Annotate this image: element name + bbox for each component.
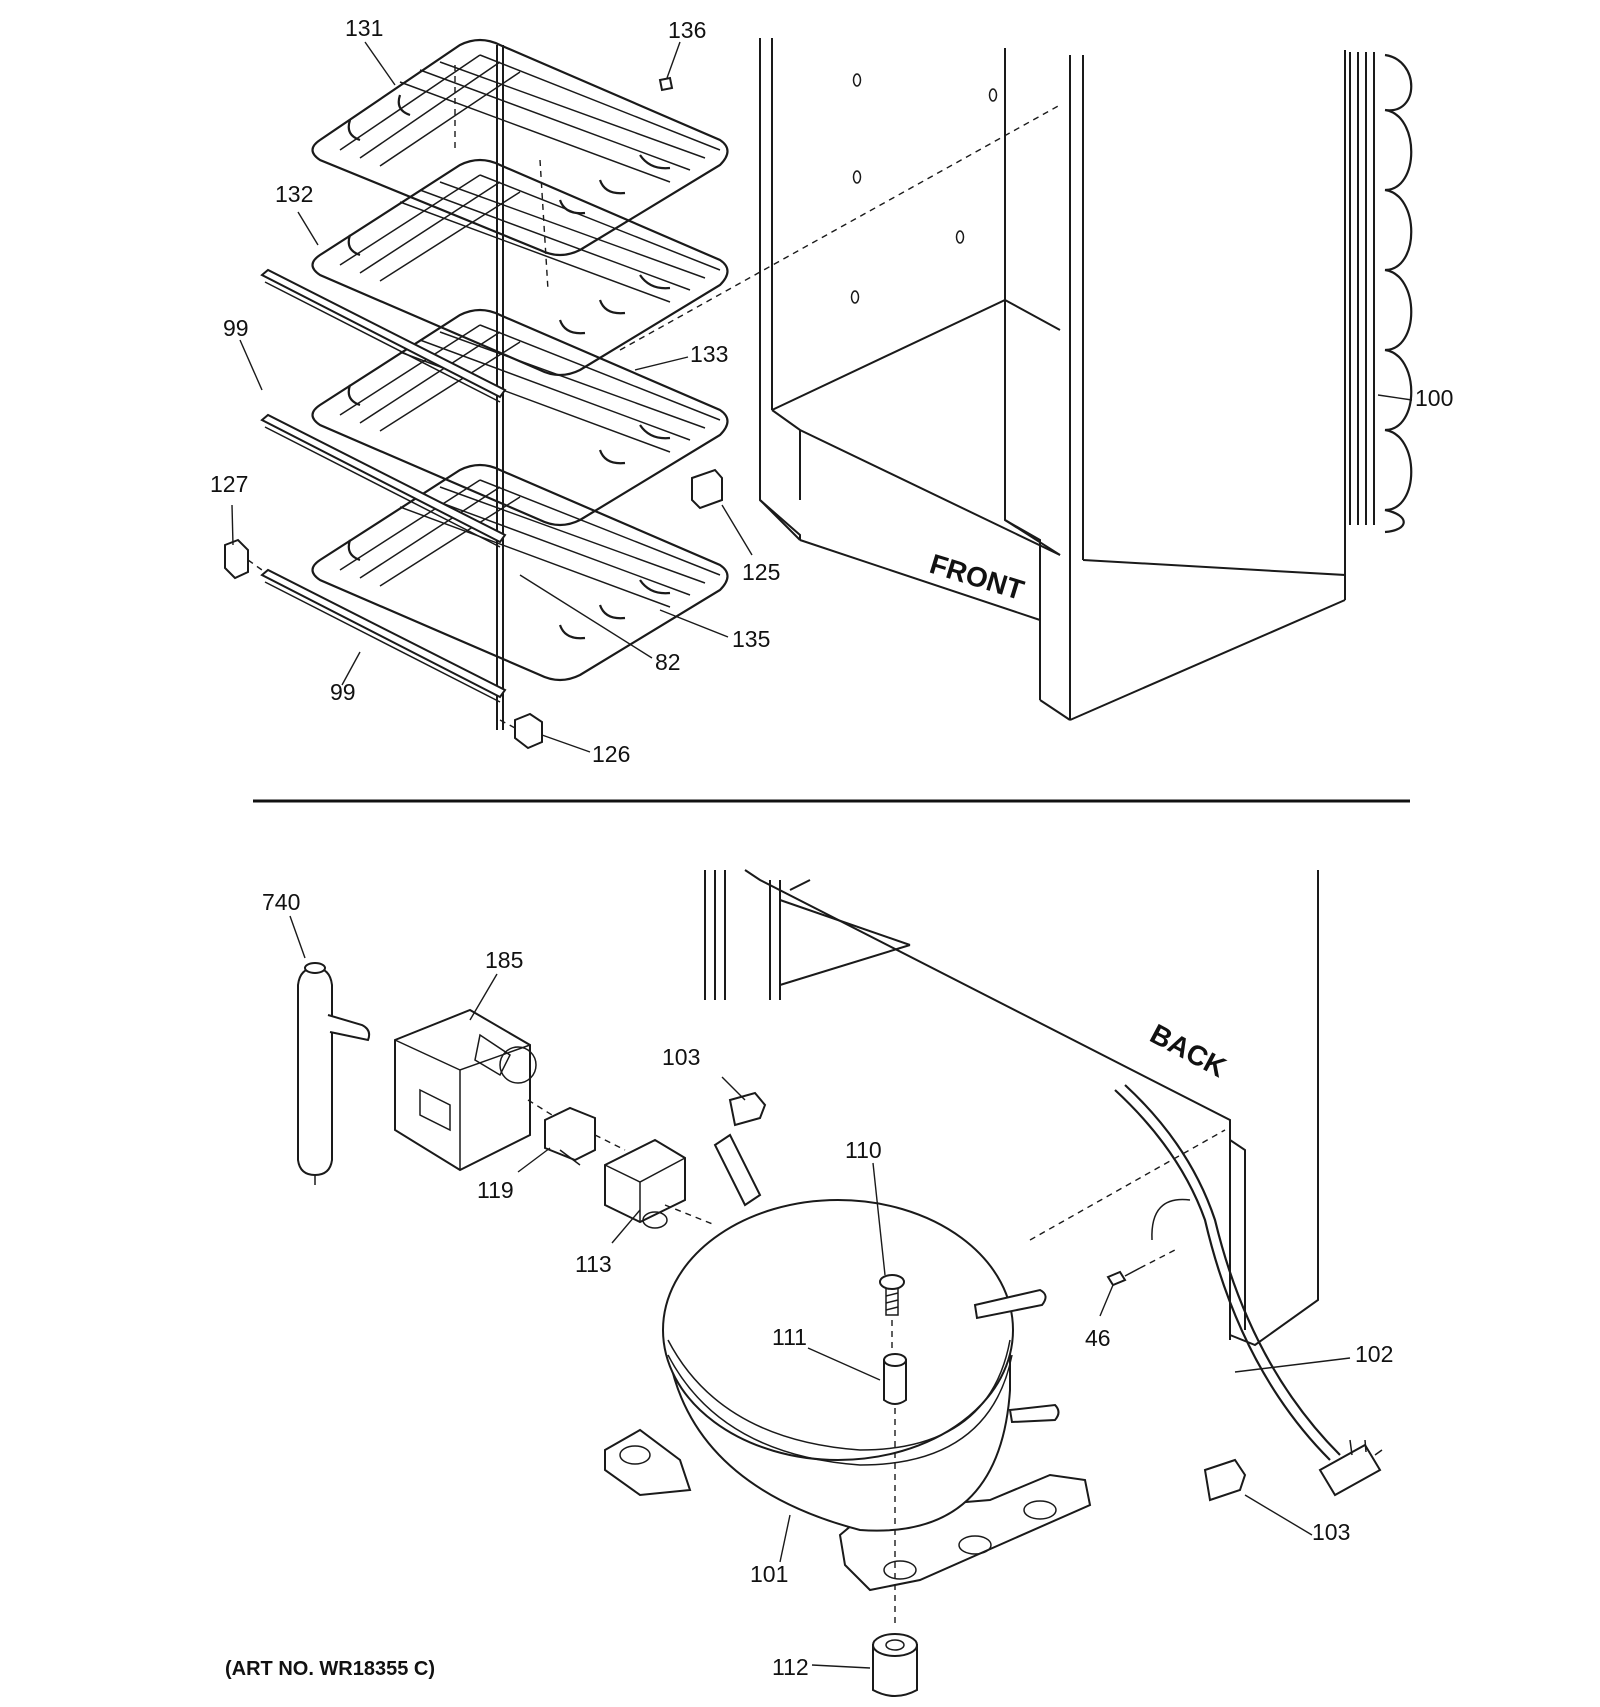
- callout-112: 112: [772, 1654, 809, 1680]
- callout-labels: 131 136 132 99 133 100 127 125 135 82 99…: [210, 15, 1453, 1680]
- screw-136: [658, 76, 674, 92]
- cabinet-base: [704, 869, 1319, 1347]
- callout-102: 102: [1355, 1341, 1393, 1367]
- callout-185: 185: [485, 947, 523, 973]
- callout-100: 100: [1415, 385, 1453, 411]
- callout-111: 111: [772, 1324, 807, 1350]
- clip-103-upper: [728, 1091, 767, 1127]
- callout-135: 135: [732, 626, 770, 652]
- callout-110: 110: [845, 1137, 882, 1163]
- callout-126: 126: [592, 741, 630, 767]
- clip-127: [224, 538, 249, 580]
- callout-103-upper: 103: [662, 1044, 700, 1070]
- shelf-rail-middle: [260, 413, 507, 548]
- callout-131: 131: [345, 15, 383, 41]
- callout-133: 133: [690, 341, 728, 367]
- compressor-101: [604, 1133, 1092, 1592]
- callout-103-lower: 103: [1312, 1519, 1350, 1545]
- overload-113: [604, 1138, 686, 1229]
- callout-99-upper: 99: [223, 315, 249, 341]
- drier-740: [297, 962, 371, 1185]
- back-label: BACK: [1145, 1018, 1231, 1083]
- callout-136: 136: [668, 17, 706, 43]
- wire-shelf-135: [311, 463, 729, 682]
- shelf-rail-lower: [260, 568, 507, 703]
- callout-125: 125: [742, 559, 780, 585]
- callout-740: 740: [262, 889, 300, 915]
- screw-110: [879, 1274, 905, 1316]
- condenser-coil: [1349, 52, 1413, 534]
- mount-112: [872, 1633, 918, 1697]
- callout-46: 46: [1085, 1325, 1111, 1351]
- bracket-125: [691, 468, 723, 510]
- wire-shelf-133: [311, 308, 729, 527]
- overload-cover-185: [394, 1008, 537, 1172]
- power-cord-102: [1114, 1084, 1383, 1497]
- relay-119: [544, 1106, 596, 1166]
- screw-46: [1106, 1267, 1141, 1287]
- wire-shelf-132: [311, 158, 729, 377]
- callout-127: 127: [210, 471, 248, 497]
- callout-99-lower: 99: [330, 679, 356, 705]
- callout-119: 119: [477, 1177, 514, 1203]
- callout-132: 132: [275, 181, 313, 207]
- art-number: (ART NO. WR18355 C): [225, 1658, 435, 1680]
- cabinet-body: [759, 38, 1346, 721]
- callout-82: 82: [655, 649, 681, 675]
- callout-101: 101: [750, 1561, 788, 1587]
- callout-113: 113: [575, 1251, 612, 1277]
- wire-shelf-131: [311, 38, 729, 257]
- grommet-111: [883, 1353, 907, 1405]
- shelf-rail-upper: [260, 268, 507, 403]
- front-label: FRONT: [926, 548, 1027, 606]
- clip-103-lower: [1203, 1458, 1247, 1502]
- clip-126: [514, 712, 543, 750]
